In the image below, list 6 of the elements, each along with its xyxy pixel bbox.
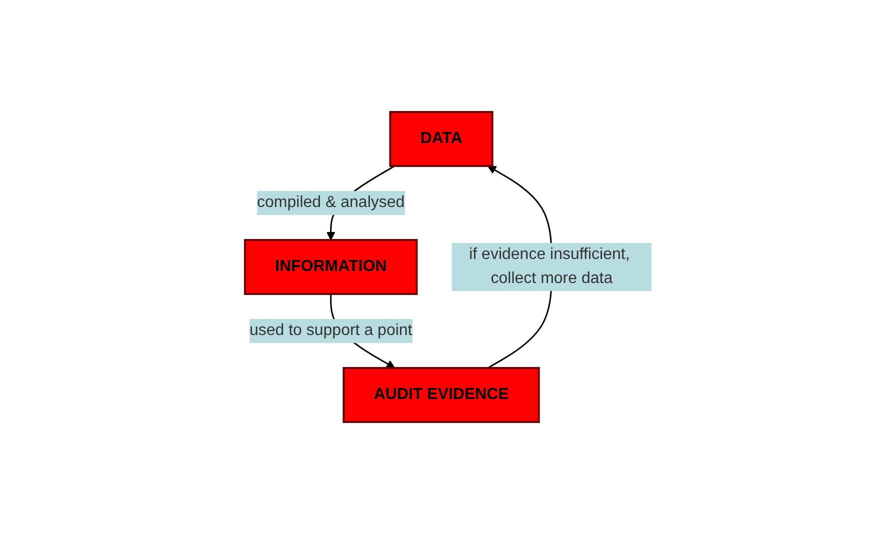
edge-label: used to support a point — [249, 322, 412, 339]
node-box: DATA — [388, 111, 493, 167]
node-box: AUDIT EVIDENCE — [342, 367, 540, 423]
edge-label: compiled & analysed — [256, 194, 404, 211]
node-box: INFORMATION — [244, 239, 418, 295]
edge-label: if evidence insufficient, collect more data — [468, 246, 630, 287]
